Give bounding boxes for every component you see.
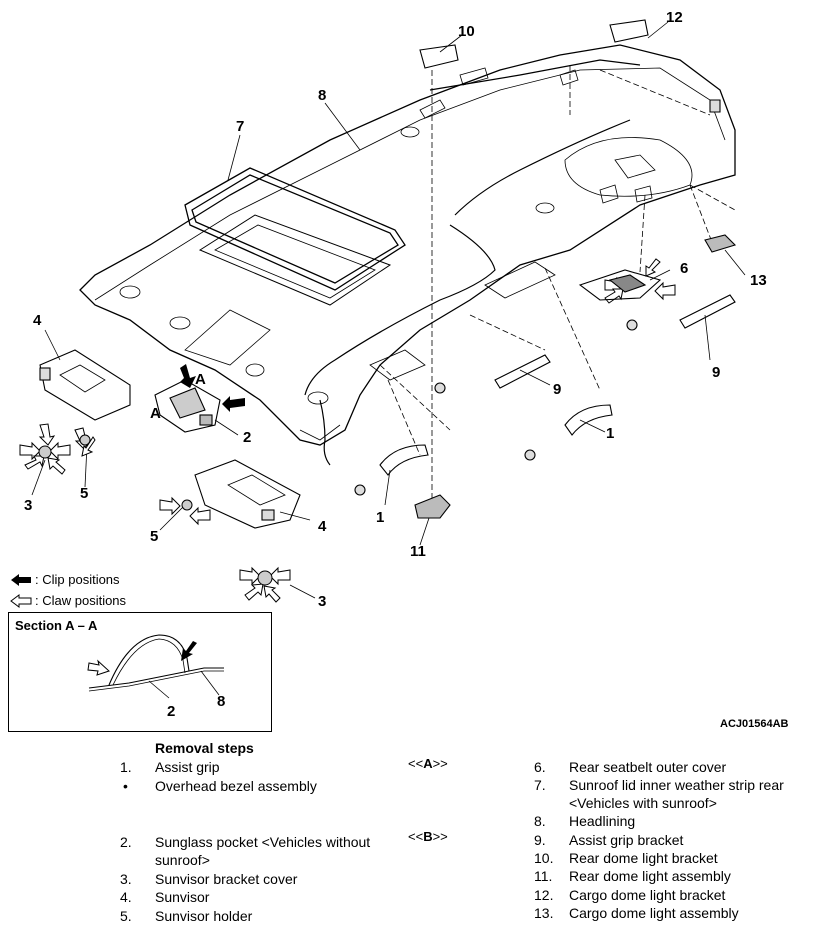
section-title: Section A – A: [15, 618, 98, 633]
callout-3-lower: 3: [318, 593, 326, 610]
callout-3-upper: 3: [24, 497, 32, 514]
headlining-details: [119, 67, 693, 405]
section-marker-a-top: A: [195, 371, 206, 388]
callout-5-lower: 5: [150, 528, 158, 545]
headlining: [79, 44, 736, 446]
claw-legend-label: : Claw positions: [35, 593, 127, 608]
callout-7: 7: [236, 118, 244, 135]
callout-12: 12: [666, 9, 683, 26]
section-label-8: 8: [217, 693, 226, 710]
callout-6: 6: [680, 260, 688, 277]
clip-arrows: [180, 364, 245, 412]
callout-10: 10: [458, 23, 475, 40]
wiring-harness: [304, 59, 641, 466]
sunglass-pocket: [154, 379, 221, 433]
sunvisor-bracket-covers: [38, 434, 273, 586]
callout-4-lower: 4: [318, 518, 327, 535]
sunroof-weather-strip: [184, 167, 406, 306]
section-label-2: 2: [167, 703, 176, 720]
section-drawing: [87, 634, 224, 699]
figure-code: ACJ01564AB: [720, 718, 789, 730]
claw-legend-icon: [10, 594, 32, 608]
callout-11: 11: [410, 543, 426, 560]
ref-b: <<B>>: [408, 829, 448, 844]
assist-grips: [354, 19, 737, 519]
leader-lines: [379, 65, 736, 500]
callout-1-front: 1: [376, 509, 384, 526]
callout-8: 8: [318, 87, 326, 104]
section-marker-a-left: A: [150, 405, 161, 422]
clip-legend-icon: [11, 574, 31, 586]
section-a-a-inset: Section A – A 2 8: [8, 612, 272, 732]
callout-9-rear: 9: [712, 364, 720, 381]
callout-5-upper: 5: [80, 485, 88, 502]
claw-arrows: [19, 258, 676, 603]
removal-heading: Removal steps: [155, 740, 254, 756]
exploded-diagram: 1 1 2 3 3 4 4 5 5 6 7 8 9 9 10 11 12 13 …: [19, 9, 767, 610]
callout-leaders: [31, 21, 746, 599]
callout-13: 13: [750, 272, 767, 289]
callout-4-upper: 4: [33, 312, 42, 329]
callout-1-rear: 1: [606, 425, 614, 442]
sunvisor-lower: [194, 459, 301, 529]
ref-a: <<A>>: [408, 756, 448, 771]
callout-2: 2: [243, 429, 251, 446]
clip-legend-label: : Clip positions: [35, 572, 120, 587]
sunvisor-upper: [39, 349, 131, 421]
callout-9-front: 9: [553, 381, 561, 398]
